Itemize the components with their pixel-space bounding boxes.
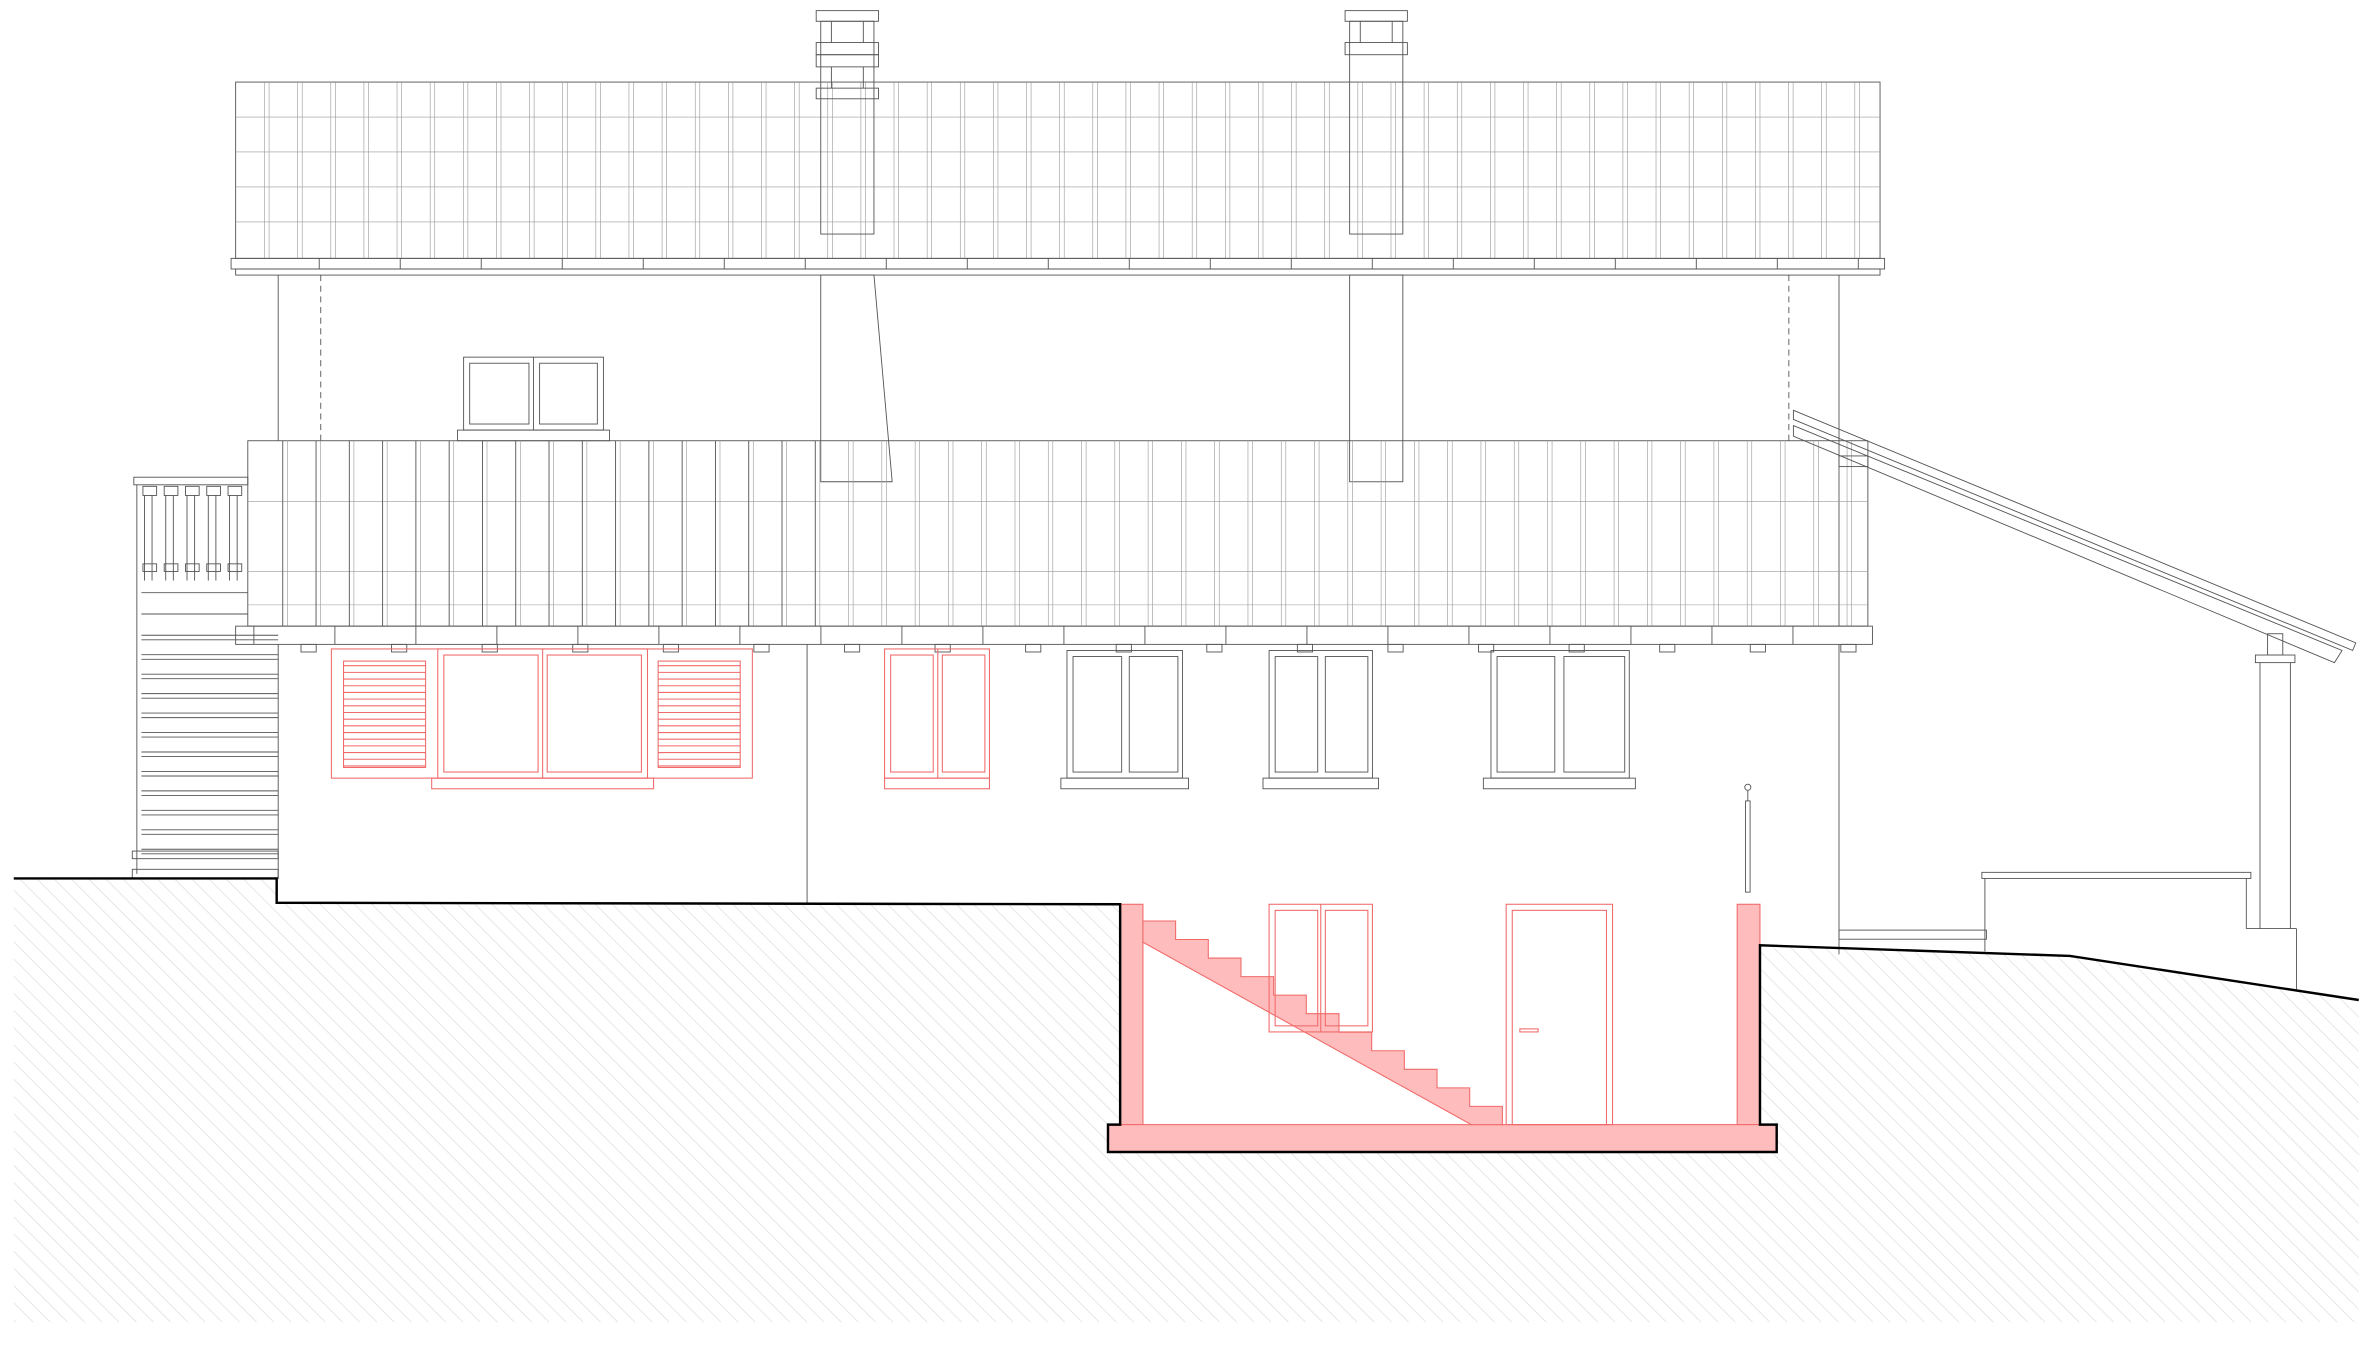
baluster-cap bbox=[185, 485, 200, 496]
baluster-band bbox=[163, 563, 179, 572]
beam-bracket bbox=[1387, 643, 1404, 653]
beam-bracket bbox=[572, 643, 589, 653]
beam-bracket bbox=[1478, 643, 1495, 653]
beam-bracket bbox=[1206, 643, 1223, 653]
basement-stair bbox=[1142, 920, 1503, 1126]
baluster-cap bbox=[142, 485, 158, 496]
exterior-stair-left bbox=[131, 476, 279, 879]
baluster-cap bbox=[206, 485, 221, 496]
upper-window bbox=[457, 356, 610, 442]
beam-bracket bbox=[481, 643, 498, 653]
floor-beam bbox=[235, 625, 1873, 653]
ground-line bbox=[13, 877, 2359, 1154]
basement-window bbox=[1268, 903, 1373, 1033]
chimney-right bbox=[1344, 10, 1408, 483]
main-roof bbox=[235, 81, 1881, 259]
lean-to-roof bbox=[1792, 409, 2357, 990]
beam-bracket bbox=[662, 643, 679, 653]
ground-hatch bbox=[13, 878, 2359, 1323]
window-3 bbox=[1482, 650, 1636, 790]
baluster-band bbox=[142, 563, 158, 572]
baluster-cap bbox=[163, 485, 179, 496]
beam-bracket bbox=[1659, 643, 1676, 653]
beam-bracket bbox=[1749, 643, 1766, 653]
basement-door bbox=[1505, 903, 1614, 1126]
beam-bracket bbox=[300, 643, 317, 653]
beam-bracket bbox=[391, 643, 408, 653]
eave-fascia bbox=[230, 257, 1886, 270]
baluster-band bbox=[227, 563, 243, 572]
beam-bracket bbox=[1840, 643, 1857, 653]
baluster-band bbox=[185, 563, 200, 572]
window-narrow-new bbox=[884, 648, 990, 790]
window-with-shutters-new bbox=[330, 648, 753, 790]
window-1 bbox=[1060, 650, 1189, 790]
baluster-band bbox=[206, 563, 221, 572]
chimney-left bbox=[815, 10, 893, 483]
beam-bracket bbox=[934, 643, 951, 653]
baluster-cap bbox=[227, 485, 243, 496]
timber-cladding bbox=[247, 440, 1869, 627]
window-2 bbox=[1262, 650, 1379, 790]
beam-bracket bbox=[1568, 643, 1585, 653]
eave-rafter-ticks bbox=[318, 258, 1859, 269]
beam-bracket bbox=[844, 643, 861, 653]
beam-bracket bbox=[753, 643, 770, 653]
beam-bracket bbox=[1296, 643, 1314, 653]
eave-soffit bbox=[235, 268, 1881, 276]
beam-bracket bbox=[1115, 643, 1132, 653]
lamp-post bbox=[1744, 783, 1752, 893]
beam-bracket bbox=[1025, 643, 1042, 653]
basement-section bbox=[1107, 903, 1778, 1153]
